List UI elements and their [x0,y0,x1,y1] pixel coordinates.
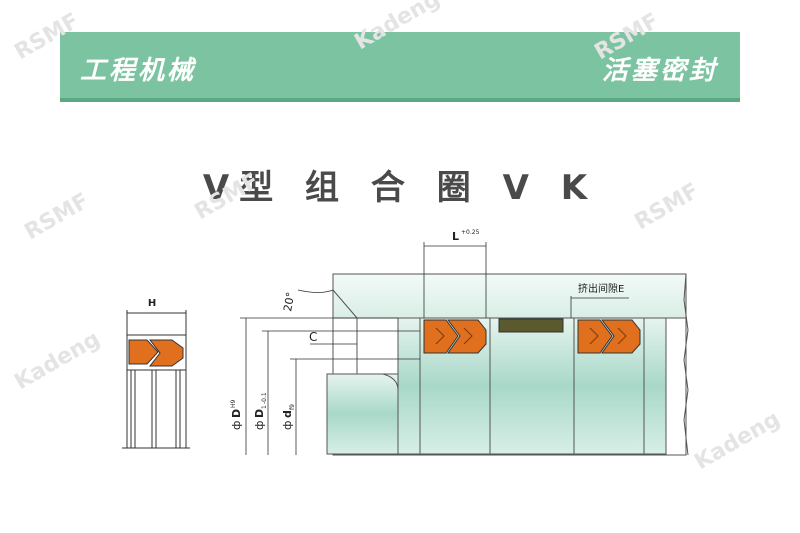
dimension-small-d-label: ф d f9 [281,404,296,430]
v-seal-left [423,319,487,354]
category-title: 工程机械 [80,56,197,86]
header-banner: 工程机械 活塞密封 [60,32,740,102]
svg-text:H9: H9 [230,399,237,408]
watermark-rsmf: RSMF [11,9,84,66]
svg-text:ф: ф [230,421,243,430]
watermark-kadeng-2: Kadeng [11,327,105,396]
svg-text:ф: ф [281,421,294,430]
dimension-lines [240,242,629,455]
svg-text:1: 1 [261,405,268,409]
watermark-rsmf-2: RSMF [591,9,664,66]
watermark-rsmf-4: RSMF [191,169,264,226]
dimension-c-label: C [309,330,317,344]
svg-text:f9: f9 [289,404,296,410]
seal-cross-section [122,310,190,449]
v-seal-right [577,319,641,354]
angle-label: 20° [281,291,297,312]
extrusion-gap-label: 挤出间隙E [578,282,624,295]
svg-text:D: D [253,409,266,418]
watermark-kadeng: Kadeng [351,0,445,55]
dimension-h-label: H [148,298,156,309]
svg-text:-0.1: -0.1 [261,392,268,404]
dimension-l-tolerance: +0.25 [461,229,480,236]
svg-text:ф: ф [253,421,266,430]
guide-strip [498,318,564,333]
dimension-labels: L +0.25 20° C 挤出间隙E ф D H9 ф D 1 -0.1 ф … [230,229,624,430]
svg-text:d: d [281,410,294,418]
page-title: V型 组 合 圈 V K [202,168,598,208]
dimension-d-label: ф D H9 [230,399,243,430]
watermark-rsmf-5: RSMF [631,179,704,236]
cylinder-body [332,273,689,456]
dimension-d1-label: ф D 1 -0.1 [253,392,268,430]
svg-text:D: D [230,409,243,418]
watermark-rsmf-3: RSMF [21,189,94,246]
product-category: 活塞密封 [601,56,718,86]
dimension-l-label: L [452,230,459,243]
watermark-kadeng-4: Kadeng [691,407,785,476]
